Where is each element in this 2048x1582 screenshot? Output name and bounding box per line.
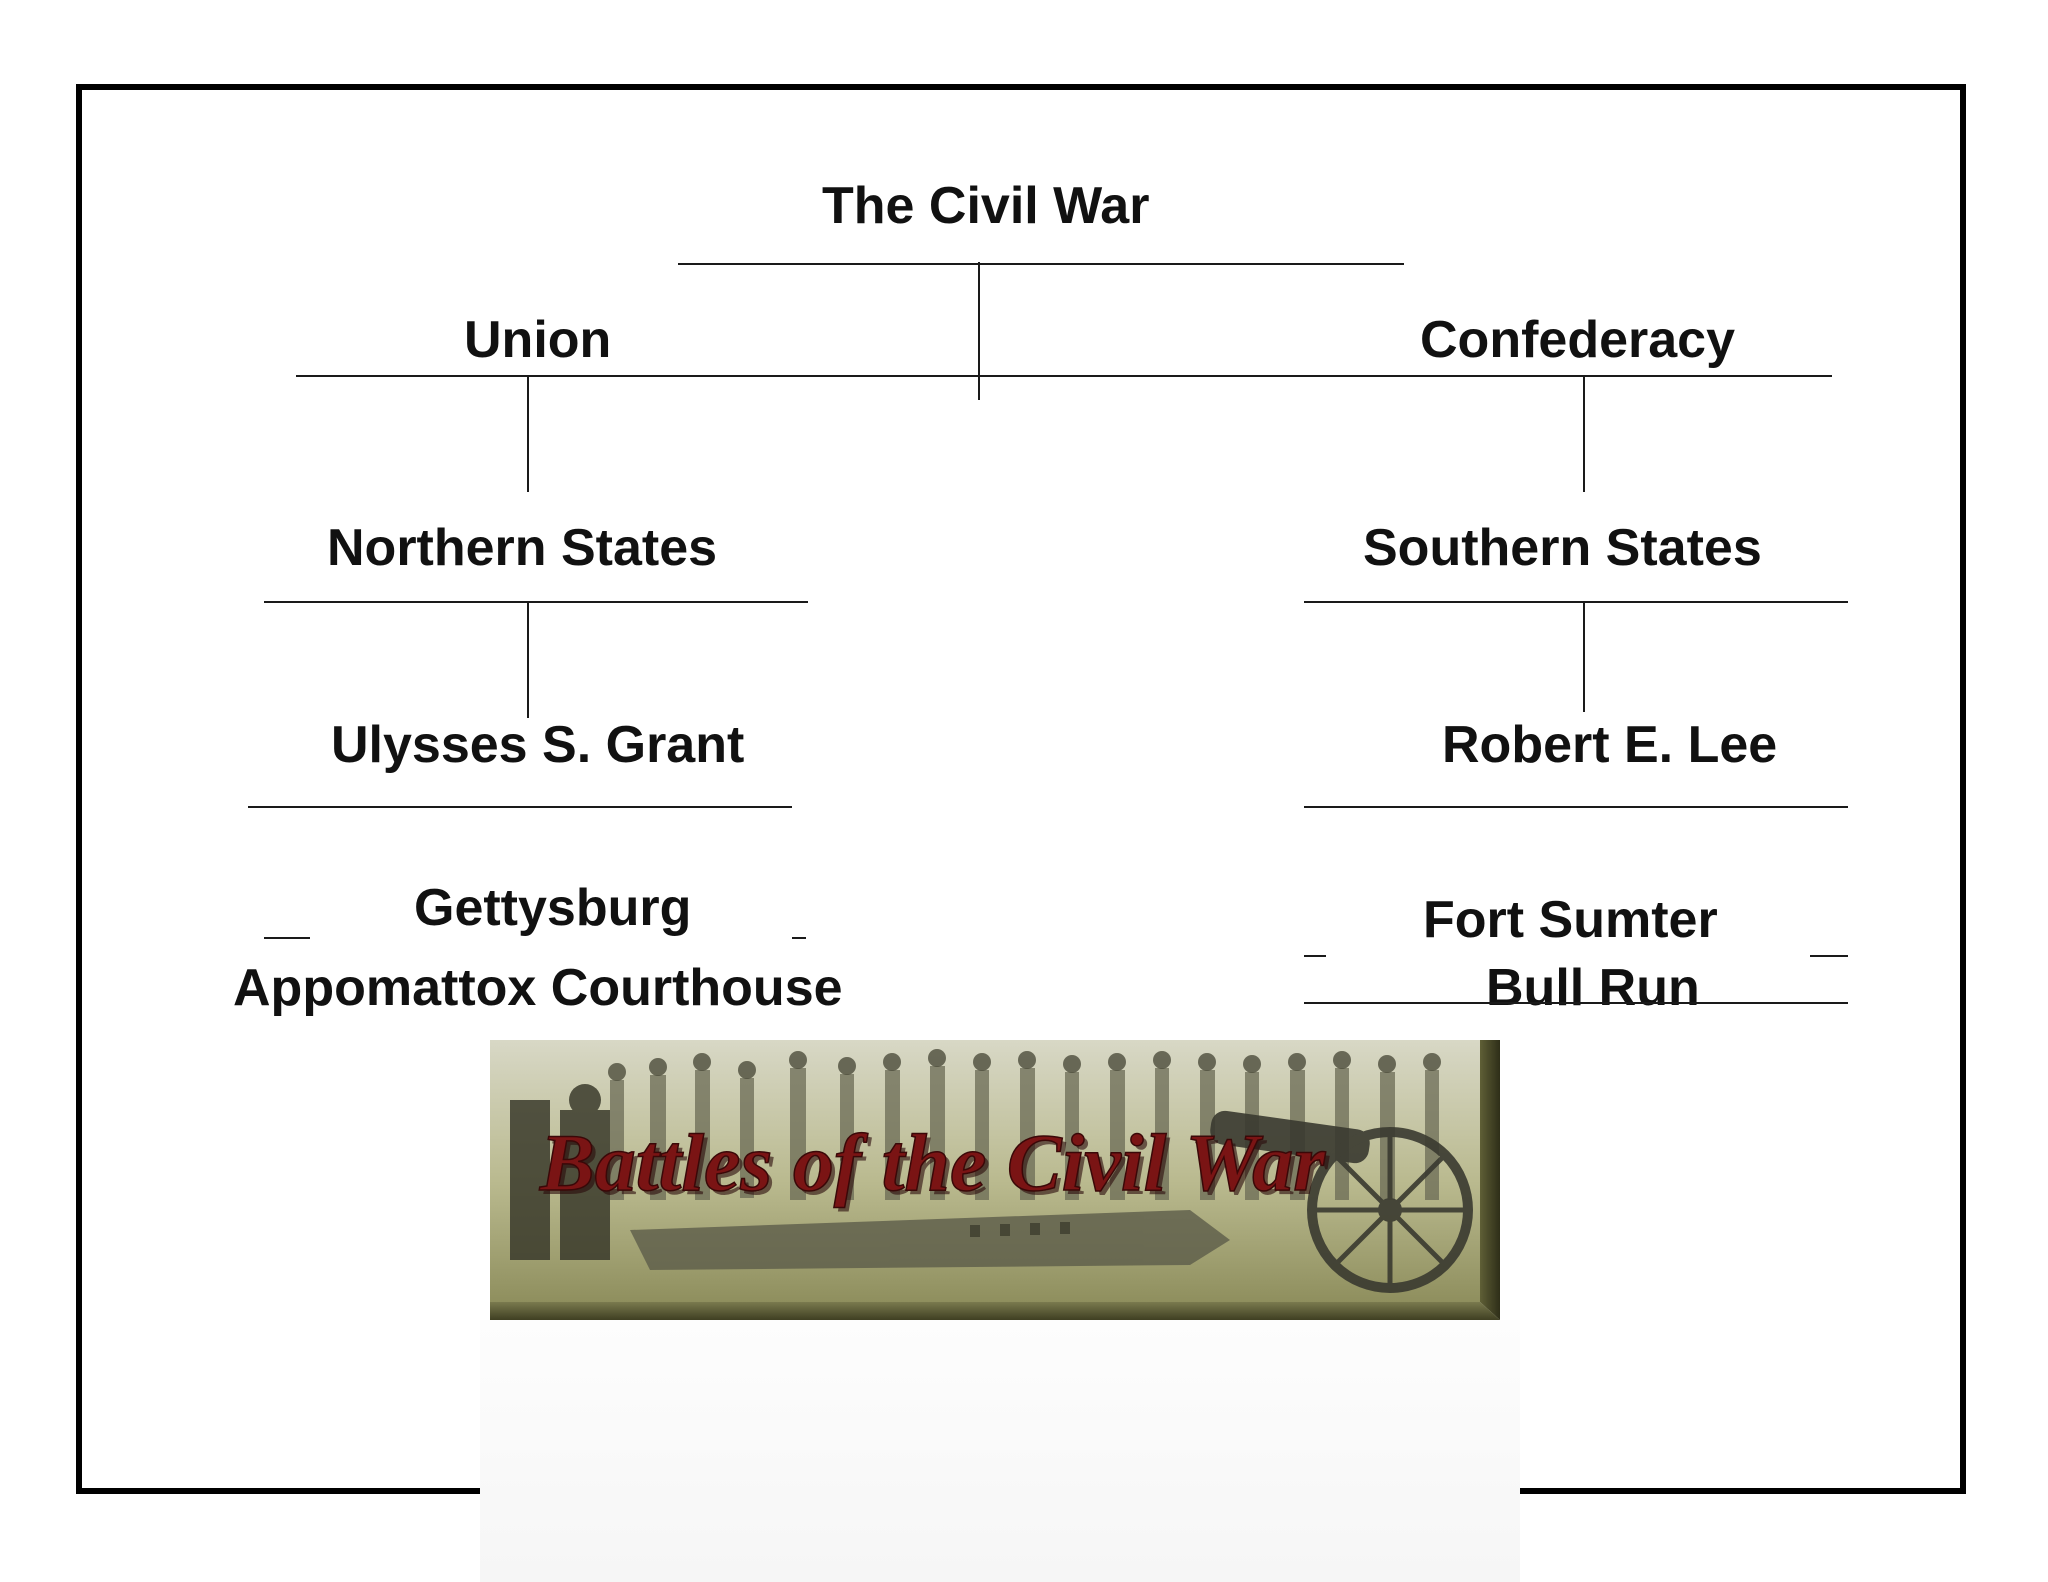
union-connector xyxy=(527,376,529,492)
union-battle-dash-left xyxy=(264,937,310,939)
confederate-general-underline xyxy=(1304,806,1848,808)
northern-states-underline xyxy=(264,601,808,603)
confederate-battles-underline xyxy=(1304,1002,1848,1004)
level1-line xyxy=(296,375,1832,377)
confederate-battle-1: Fort Sumter xyxy=(1423,891,1718,949)
union-label: Union xyxy=(464,311,612,369)
civil-war-battles-banner: Battles of the Civil War Battles of the … xyxy=(490,1040,1500,1320)
banner-backdrop xyxy=(480,1320,1520,1582)
confederacy-label: Confederacy xyxy=(1420,311,1735,369)
svg-text:Battles of the Civil War: Battles of the Civil War xyxy=(543,1121,1330,1212)
union-general-label: Ulysses S. Grant xyxy=(331,716,745,774)
southern-connector xyxy=(1583,602,1585,712)
northern-connector xyxy=(527,602,529,718)
banner-title-text: Battles of the Civil War xyxy=(539,1117,1326,1208)
confederacy-connector xyxy=(1583,376,1585,492)
diagram-title: The Civil War xyxy=(822,177,1150,235)
southern-states-underline xyxy=(1304,601,1848,603)
union-battle-1: Gettysburg xyxy=(414,879,692,937)
title-underline xyxy=(678,263,1404,265)
confederate-battle-2: Bull Run xyxy=(1486,959,1700,1017)
union-battle-dash-right xyxy=(792,937,806,939)
confederate-general-label: Robert E. Lee xyxy=(1442,716,1778,774)
union-general-underline xyxy=(248,806,792,808)
union-battle-2: Appomattox Courthouse xyxy=(233,959,843,1017)
southern-states-label: Southern States xyxy=(1363,519,1762,577)
confederate-battle-dash-right xyxy=(1810,955,1848,957)
northern-states-label: Northern States xyxy=(327,519,718,577)
title-stem xyxy=(978,262,980,400)
confederate-battle-dash-left xyxy=(1304,955,1326,957)
